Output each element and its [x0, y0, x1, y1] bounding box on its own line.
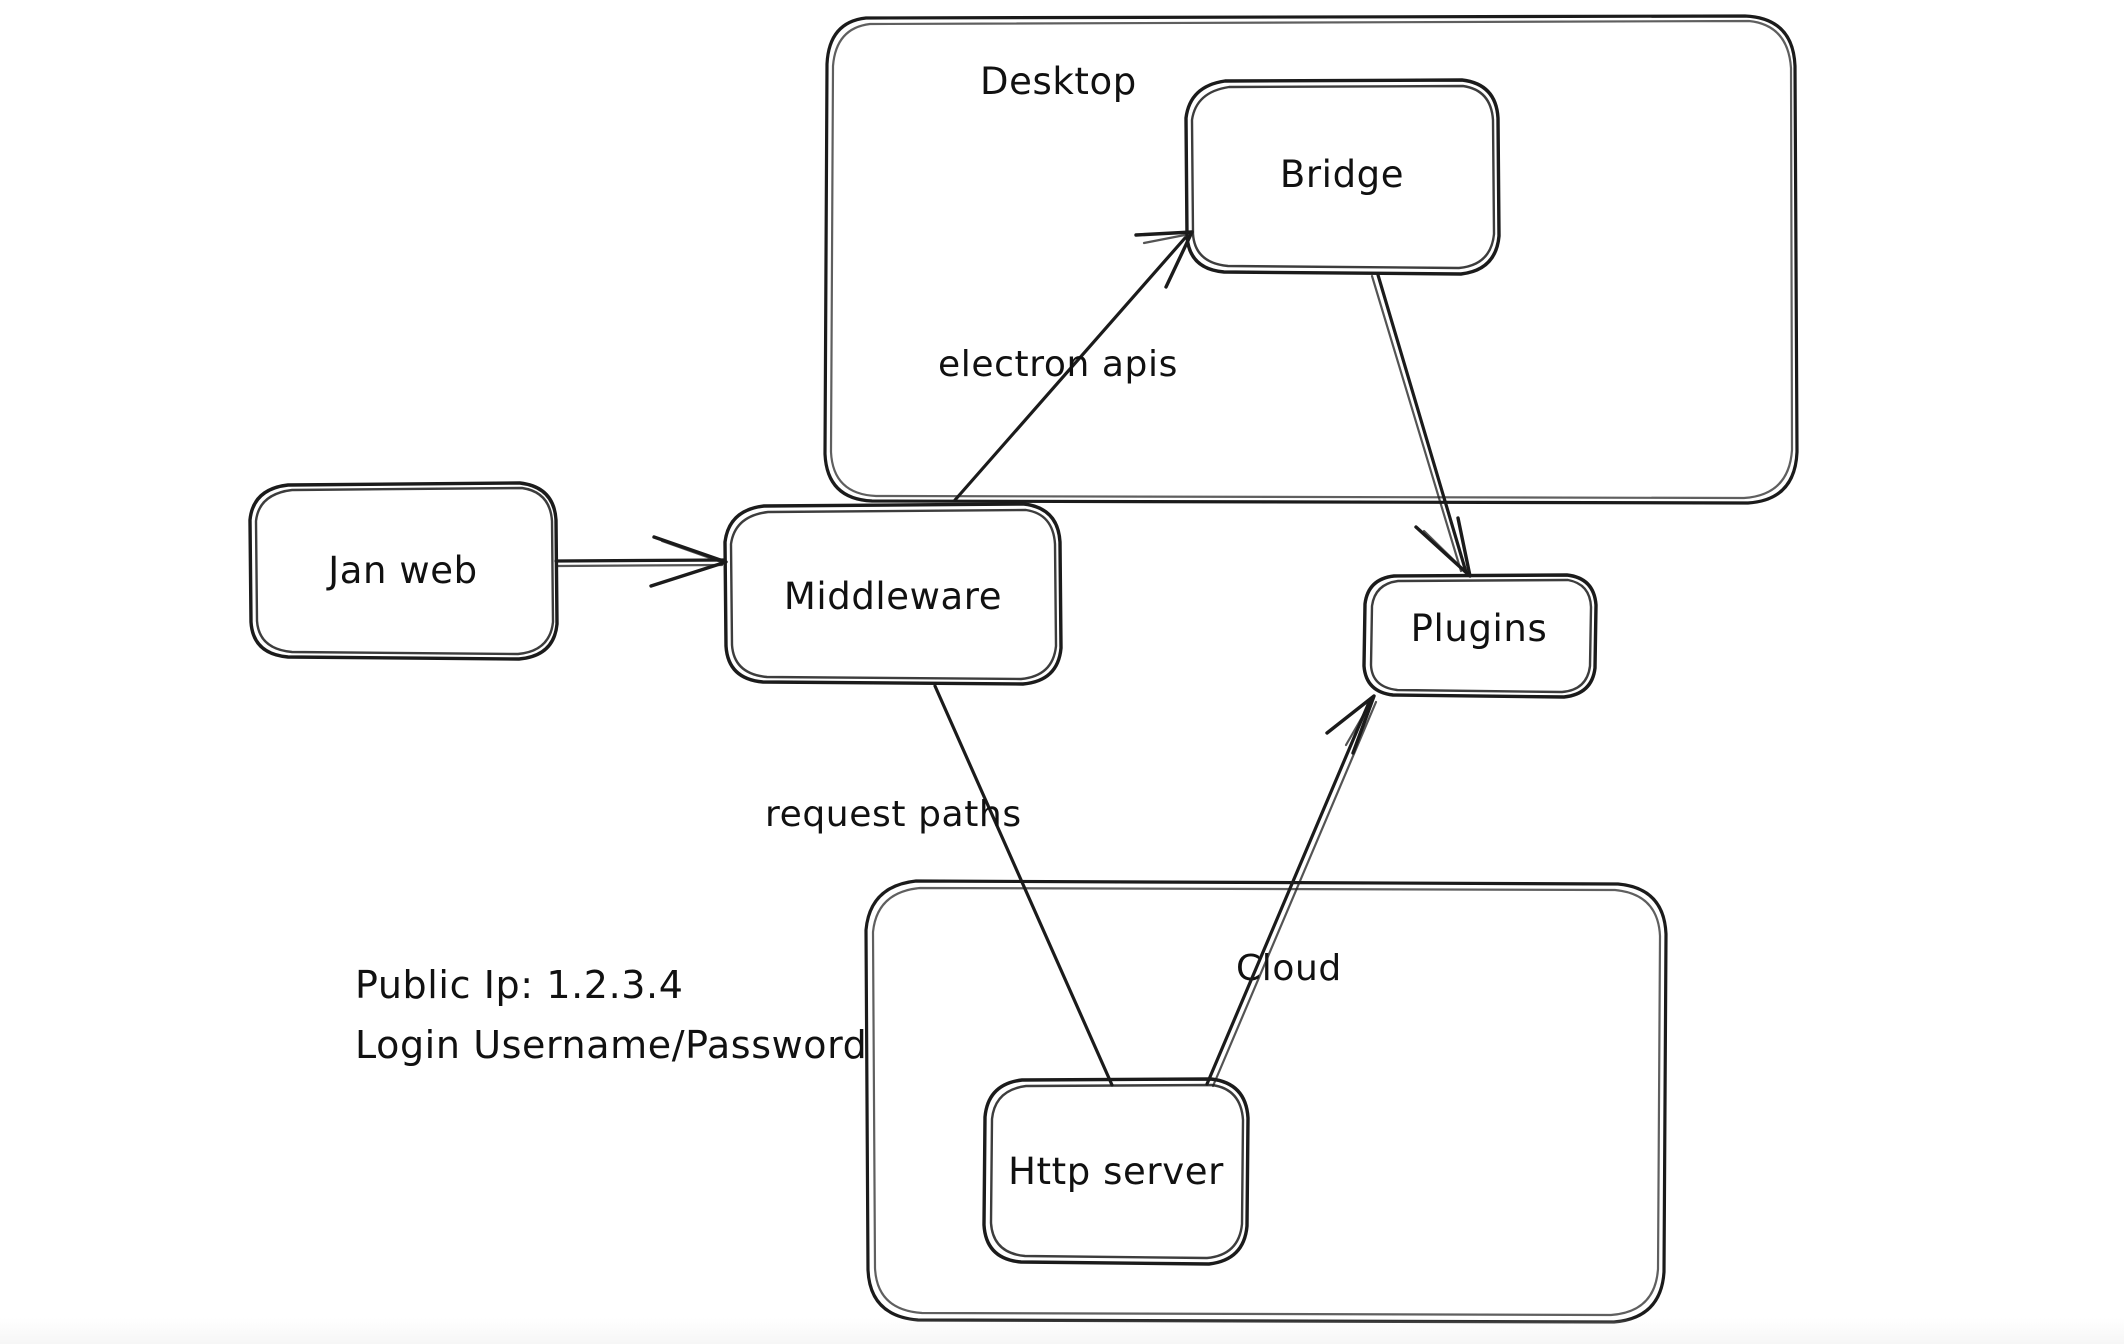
edge-line-sketch	[1370, 274, 1463, 573]
node-middleware-label: Middleware	[784, 575, 1002, 618]
node-jan-web-shape-sketch	[254, 486, 555, 656]
edge-middleware-to-bridge[interactable]: electron apis	[938, 230, 1194, 502]
node-bridge-label: Bridge	[1280, 153, 1404, 196]
node-plugins-shape	[1362, 573, 1598, 699]
edge-label-electron-apis: electron apis	[938, 344, 1178, 385]
edge-line-sketch	[556, 563, 724, 568]
desktop-outline	[823, 14, 1799, 505]
edge-janweb-to-middleware[interactable]	[554, 535, 728, 588]
cloud-outline-sketch	[871, 886, 1662, 1317]
node-http-server[interactable]: Http server	[982, 1077, 1250, 1266]
edge-http-to-plugins[interactable]	[1205, 694, 1378, 1088]
desktop-outline-sketch	[829, 19, 1794, 500]
node-plugins[interactable]: Plugins	[1362, 573, 1598, 699]
edge-line	[1376, 273, 1468, 574]
group-desktop[interactable]: Desktop	[823, 14, 1799, 505]
edge-arrowhead-icon	[1325, 694, 1376, 755]
edge-line	[1205, 698, 1372, 1086]
node-bridge-shape-sketch	[1190, 84, 1496, 270]
node-bridge-shape	[1184, 78, 1501, 276]
edge-line	[554, 558, 726, 563]
edge-label-request-paths: request paths	[765, 794, 1022, 835]
node-http-server-label: Http server	[1008, 1150, 1224, 1193]
node-http-server-shape-sketch	[989, 1083, 1245, 1260]
edge-arrowhead-icon-sketch	[1142, 232, 1192, 245]
edge-middleware-to-http[interactable]: request paths	[765, 684, 1114, 1087]
edge-line	[933, 684, 1114, 1087]
node-bridge[interactable]: Bridge	[1184, 78, 1501, 276]
cloud-outline	[864, 879, 1668, 1324]
note-login: Login Username/Password	[355, 1023, 867, 1067]
group-cloud[interactable]: Cloud	[864, 879, 1668, 1324]
edge-arrowhead-icon-sketch	[660, 539, 726, 565]
node-jan-web[interactable]: Jan web	[248, 481, 559, 661]
notes-block: Public Ip: 1.2.3.4 Login Username/Passwo…	[355, 963, 867, 1067]
node-jan-web-shape	[248, 481, 559, 661]
node-plugins-label: Plugins	[1411, 607, 1548, 650]
edge-arrowhead-icon-sketch	[1344, 698, 1374, 747]
node-middleware-shape-sketch	[729, 508, 1058, 681]
node-middleware-shape	[723, 502, 1063, 686]
node-jan-web-label: Jan web	[326, 549, 478, 592]
edge-bridge-to-plugins[interactable]	[1370, 273, 1472, 578]
note-public-ip: Public Ip: 1.2.3.4	[355, 963, 684, 1007]
edge-arrowhead-icon-sketch	[1422, 529, 1470, 576]
edge-line	[953, 236, 1187, 502]
edge-line-sketch	[1211, 700, 1378, 1088]
node-http-server-shape	[982, 1077, 1250, 1266]
group-label-cloud: Cloud	[1236, 948, 1342, 989]
node-plugins-shape-sketch	[1369, 578, 1593, 694]
group-label-desktop: Desktop	[980, 60, 1137, 103]
node-middleware[interactable]: Middleware	[723, 502, 1063, 686]
